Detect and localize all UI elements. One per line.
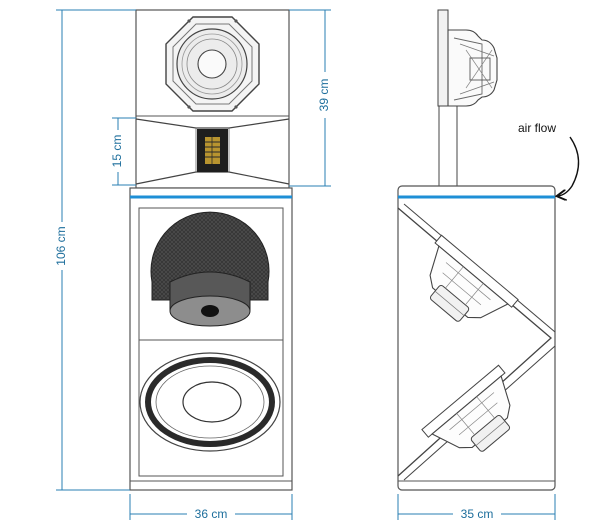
horn-tweeter [135, 115, 290, 185]
airflow-arrow [558, 136, 580, 196]
front-view [129, 9, 293, 491]
dimension-height-horn: 15 cm [110, 135, 124, 168]
front-lower-woofer [139, 352, 281, 452]
airflow-label: air flow [518, 121, 556, 135]
side-lower-woofer [421, 364, 511, 452]
side-support-post [438, 105, 458, 189]
dimension-height-total: 106 cm [54, 226, 68, 265]
dimension-height-top: 39 cm [317, 79, 331, 112]
side-upper-woofer [429, 234, 519, 322]
side-top-panel [437, 9, 449, 107]
dimension-depth-side: 35 cm [461, 507, 494, 521]
dimension-width-front: 36 cm [195, 507, 228, 521]
side-view [397, 9, 580, 491]
front-upper-woofer [150, 211, 270, 327]
midrange-driver [165, 16, 260, 112]
side-midrange-driver [447, 29, 498, 107]
